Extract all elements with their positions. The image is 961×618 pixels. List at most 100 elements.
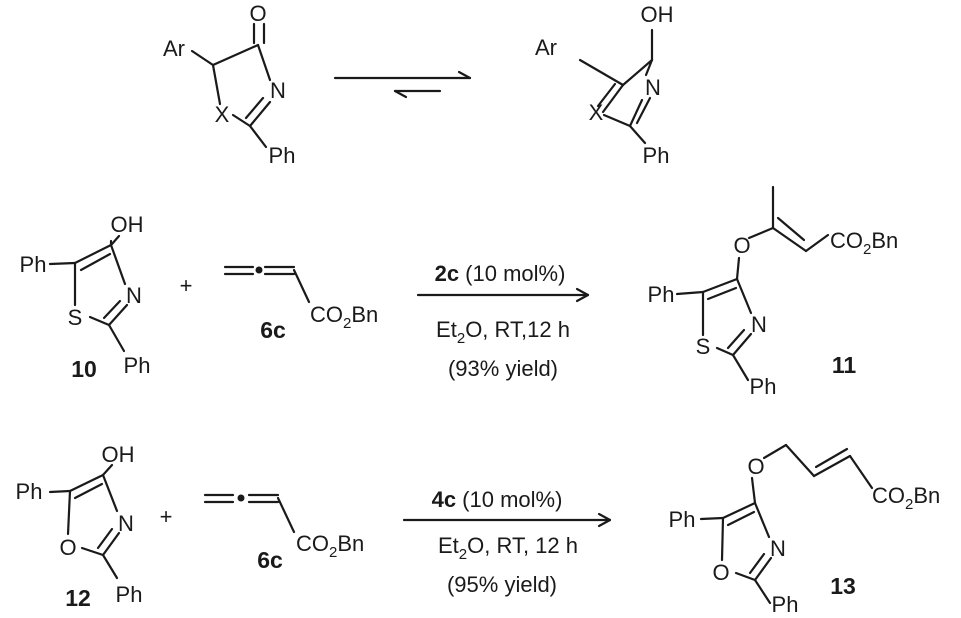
phenyl-label: Ph [669, 507, 696, 532]
ester-group: CO2Bn [830, 228, 898, 258]
bond [88, 315, 111, 327]
ester-group: CO2Bn [310, 302, 378, 332]
arrow-head [597, 512, 612, 528]
phenyl-label: Ph [648, 282, 675, 307]
heteroatom-label: X [589, 100, 604, 125]
bond [101, 553, 119, 580]
bond [706, 286, 738, 301]
bond [190, 49, 215, 67]
bond [753, 556, 773, 582]
catalyst-loading: 2c (10 mol%) [435, 261, 566, 286]
oxazolol-12: OH Ph N O Ph 12 [16, 442, 143, 611]
bond [68, 473, 105, 493]
bond [748, 552, 766, 575]
bond [753, 578, 772, 605]
bond [701, 277, 739, 294]
bond [731, 332, 753, 357]
hydroxyl-label: OH [102, 442, 135, 467]
ester-group: CO2Bn [872, 483, 940, 513]
aryl-label: Ar [163, 36, 185, 61]
bond [699, 516, 725, 521]
reaction-2-arrow [402, 512, 612, 528]
bond [107, 303, 129, 327]
bond [762, 443, 788, 460]
sulfur-label: S [696, 334, 711, 359]
bond [602, 113, 632, 128]
allene-center-dot [237, 494, 245, 502]
bond [244, 96, 265, 120]
yield-text: (95% yield) [447, 572, 557, 597]
bond [635, 96, 652, 125]
bond [231, 113, 252, 128]
product-13: O CO2Bn Ph N O Ph 13 [669, 443, 940, 617]
compound-label-6c: 6c [257, 547, 283, 573]
compound-label-10: 10 [71, 356, 97, 382]
bond [804, 233, 830, 253]
bond [753, 501, 771, 539]
ether-oxygen-label: O [733, 233, 750, 258]
bond [735, 256, 741, 281]
bond [814, 447, 849, 469]
bond [726, 328, 746, 350]
bond [628, 124, 647, 145]
phenyl-label: Ph [124, 353, 151, 378]
bond [110, 234, 121, 246]
bond [101, 463, 114, 477]
bond [80, 546, 105, 557]
bond [601, 83, 625, 114]
bond [102, 299, 122, 320]
bond [747, 226, 775, 240]
phenyl-label: Ph [269, 143, 296, 168]
bond [771, 226, 808, 253]
plus-sign: + [160, 504, 173, 529]
bond [248, 100, 272, 128]
phenyl-label: Ph [16, 479, 43, 504]
aryl-label: Ar [535, 35, 557, 60]
yield-text: (93% yield) [448, 356, 558, 381]
bond [750, 476, 757, 505]
bond [735, 277, 753, 315]
compound-label-13: 13 [830, 573, 856, 599]
forward-arrow-head [457, 70, 472, 80]
bond [211, 63, 222, 106]
solvent-conditions: Et2O, RT, 12 h [438, 533, 578, 563]
bond [644, 58, 654, 77]
nitrogen-label: N [118, 511, 134, 536]
bond [812, 454, 852, 478]
bond [734, 571, 757, 582]
enol-tautomer: OH Ar N X Ph [535, 2, 674, 168]
nitrogen-label: N [645, 75, 661, 100]
phenyl-label: Ph [643, 143, 670, 168]
arrow-head [575, 287, 590, 303]
hydroxyl-label: OH [111, 212, 144, 237]
hydroxyl-label: OH [641, 2, 674, 27]
phenyl-label: Ph [750, 374, 777, 399]
phenyl-label: Ph [116, 582, 143, 607]
nitrogen-label: N [126, 283, 142, 308]
compound-label-6c: 6c [260, 317, 286, 343]
nitrogen-label: N [770, 536, 786, 561]
plus-sign: + [180, 273, 193, 298]
bond [628, 98, 644, 128]
bond [848, 454, 874, 490]
reaction-2-conditions: 4c (10 mol%) Et2O, RT, 12 h (95% yield) [432, 487, 578, 597]
reaction-1-conditions: 2c (10 mol%) Et2O, RT,12 h (93% yield) [435, 261, 570, 381]
sulfur-label: S [68, 305, 83, 330]
bond [292, 268, 311, 304]
keto-tautomer: O Ar N X Ph [163, 1, 295, 168]
ester-group: CO2Bn [296, 531, 364, 561]
nitrogen-label: N [270, 78, 286, 103]
bond [48, 489, 72, 494]
bond [621, 58, 654, 87]
bond [66, 489, 72, 536]
bond [596, 82, 617, 108]
nitrogen-label: N [751, 312, 767, 337]
reverse-arrow-head [393, 89, 408, 99]
bond [578, 58, 625, 87]
allene-center-dot [255, 266, 263, 274]
bond [784, 443, 816, 478]
compound-label-12: 12 [65, 585, 91, 611]
oxygen-label: O [249, 1, 266, 26]
compound-label-11: 11 [832, 352, 857, 378]
